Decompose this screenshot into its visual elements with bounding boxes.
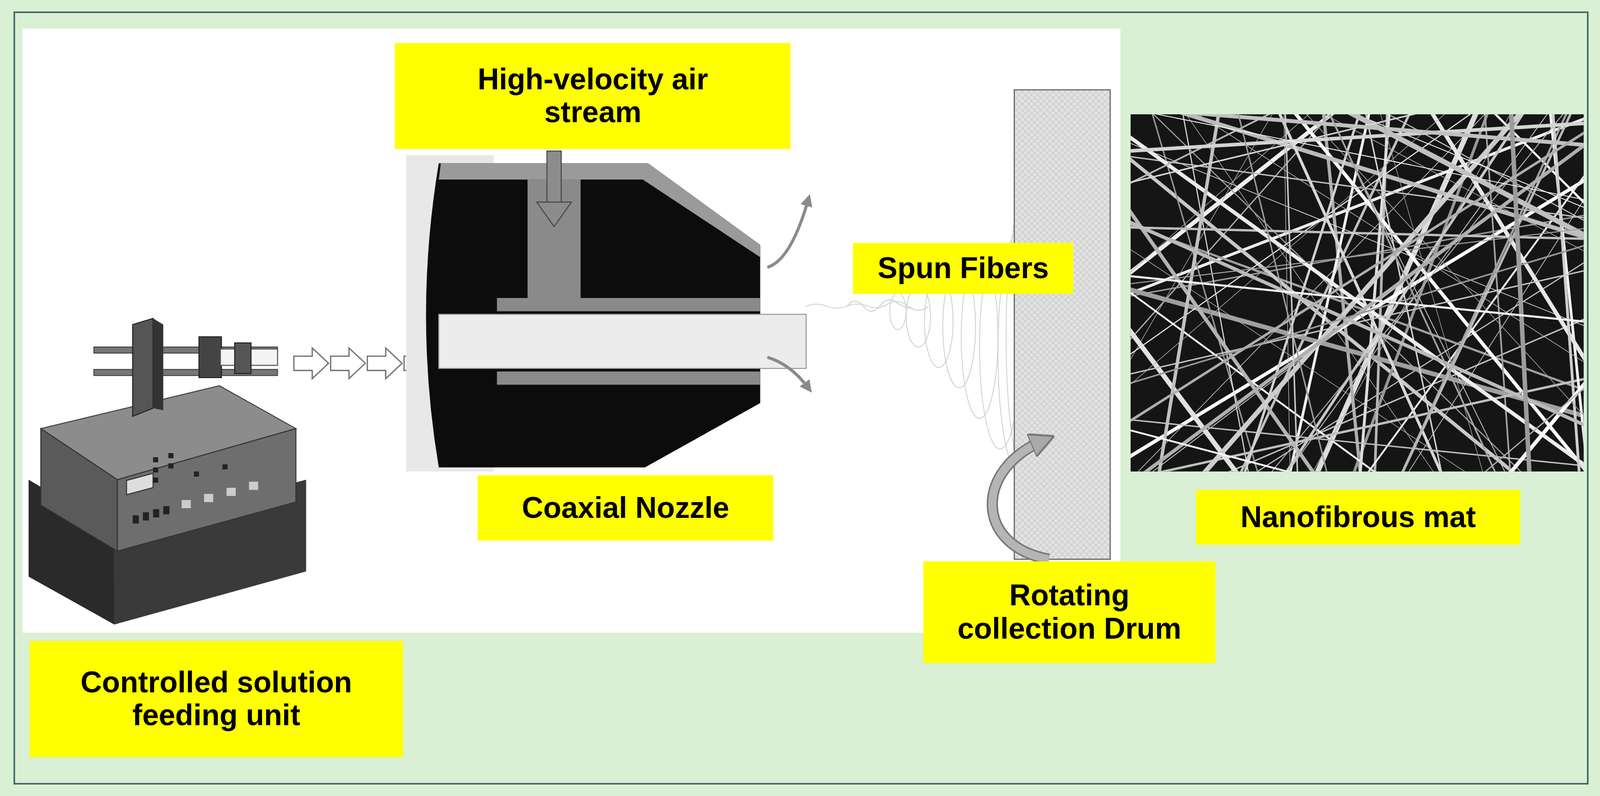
air-arrow-shaft (547, 150, 562, 205)
sem-fiber (1174, 114, 1584, 472)
rotation-arrow (992, 441, 1049, 560)
label-box: High-velocity air stream (394, 43, 791, 150)
pump-block (199, 336, 222, 378)
pump-front (117, 428, 297, 552)
sem-fiber (1130, 114, 1356, 472)
label-text: Nanofibrous mat (1240, 500, 1476, 535)
pump-plate (132, 318, 154, 417)
label-text: Coaxial Nozzle (521, 491, 729, 525)
pump-buttons (132, 453, 259, 524)
pump-display (126, 473, 153, 495)
sem-fibers (1130, 114, 1584, 472)
sem-fiber (1130, 114, 1488, 472)
syringe-clamp (234, 342, 251, 374)
label-text: Controlled solution feeding unit (37, 666, 396, 733)
nozzle-bevel (438, 163, 760, 258)
sem-fiber (1130, 254, 1584, 472)
pump-plate-side (153, 318, 164, 411)
sem-fiber (1477, 114, 1550, 472)
sem-fiber (1130, 294, 1584, 472)
sem-fiber (1130, 154, 1584, 327)
sem-fiber (1130, 114, 1584, 323)
sem-fiber (1130, 114, 1584, 472)
sem-fiber (1130, 114, 1584, 472)
syringe-pump (28, 318, 307, 625)
label-text: High-velocity air stream (436, 62, 749, 130)
coaxial-nozzle (405, 150, 809, 472)
air-arrow-head (536, 202, 572, 227)
air-channel (497, 371, 761, 386)
label-box: Controlled solution feeding unit (29, 641, 404, 758)
label-box: Coaxial Nozzle (477, 475, 774, 541)
label-text: Rotating collection Drum (941, 578, 1197, 646)
exit-arrow (767, 357, 809, 388)
white-panel (22, 28, 1121, 633)
solution-tube (438, 314, 807, 369)
label-text: Spun Fibers (877, 251, 1049, 286)
label-box: Rotating collection Drum (923, 561, 1215, 664)
air-channel (497, 298, 761, 312)
rotation-arrow-outline (992, 441, 1049, 560)
label-box: Nanofibrous mat (1195, 489, 1521, 545)
exit-arrow (767, 199, 809, 268)
pump-side (40, 428, 118, 552)
sem-fiber (1130, 234, 1584, 377)
label-box: Spun Fibers (852, 242, 1074, 294)
collection-drum (1014, 89, 1110, 560)
